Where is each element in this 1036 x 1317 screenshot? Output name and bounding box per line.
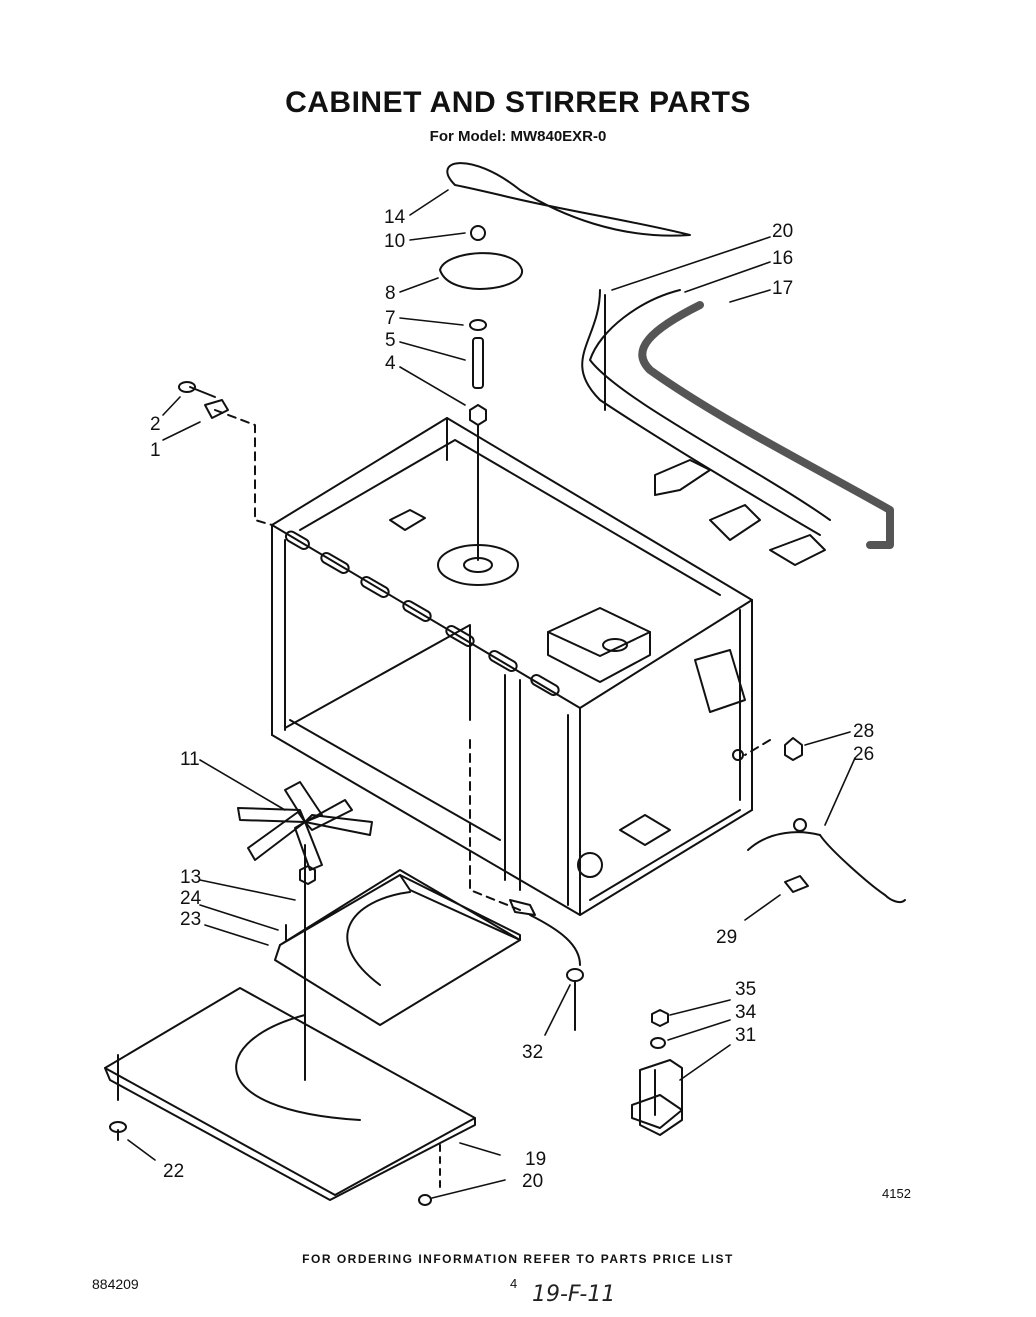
- callout-7: 7: [385, 308, 396, 329]
- callout-32: 32: [522, 1042, 544, 1063]
- callout-11: 11: [180, 749, 200, 770]
- power-cord: [747, 737, 906, 904]
- trim-assembly: [581, 289, 894, 566]
- stirrer-shield: [274, 869, 521, 1026]
- callout-20-bottom: 20: [522, 1171, 544, 1192]
- callout-23: 23: [180, 909, 202, 930]
- gasket-strip: [638, 301, 894, 549]
- callout-29: 29: [716, 927, 738, 948]
- stirrer-belt: [446, 162, 691, 237]
- callout-19: 19: [525, 1149, 547, 1170]
- callout-14: 14: [384, 207, 406, 228]
- stirrer-shaft: [472, 337, 484, 389]
- callout-8: 8: [385, 283, 396, 304]
- callout-13: 13: [180, 867, 202, 888]
- stirrer-blade: [237, 781, 373, 1081]
- fuse-holder: [631, 1009, 683, 1136]
- stirrer-clip: [470, 225, 486, 241]
- callout-22: 22: [163, 1161, 185, 1182]
- callout-24: 24: [180, 888, 202, 909]
- callout-34: 34: [735, 1002, 757, 1023]
- stirrer-nut-top: [469, 404, 487, 426]
- callout-28: 28: [853, 721, 875, 742]
- drawing-id: 4152: [882, 1186, 911, 1201]
- callout-35: 35: [735, 979, 757, 1000]
- callout-20-top: 20: [772, 221, 794, 242]
- callout-5: 5: [385, 330, 396, 351]
- callout-16: 16: [772, 248, 794, 269]
- callout-17: 17: [772, 278, 794, 299]
- ordering-note: FOR ORDERING INFORMATION REFER TO PARTS …: [302, 1252, 734, 1266]
- document-number: 884209: [92, 1276, 139, 1292]
- callout-2: 2: [150, 414, 161, 435]
- callout-leaders: [127, 189, 856, 1199]
- left-hardware: [178, 381, 229, 419]
- callout-4: 4: [385, 353, 396, 374]
- handwritten-note: 19-F-11: [532, 1282, 616, 1307]
- callout-26: 26: [853, 744, 875, 765]
- stirrer-assembly: [439, 162, 691, 426]
- page-number: 4: [510, 1276, 518, 1291]
- bottom-plate: [104, 987, 476, 1206]
- callout-31: 31: [735, 1025, 757, 1046]
- callout-1: 1: [150, 440, 161, 461]
- cabinet-frame: [214, 409, 771, 916]
- sensor-wire: [509, 899, 584, 1031]
- page-title: CABINET AND STIRRER PARTS: [285, 86, 751, 119]
- model-subtitle: For Model: MW840EXR-0: [429, 128, 607, 145]
- callout-10: 10: [384, 231, 406, 252]
- stirrer-pulley: [439, 252, 523, 290]
